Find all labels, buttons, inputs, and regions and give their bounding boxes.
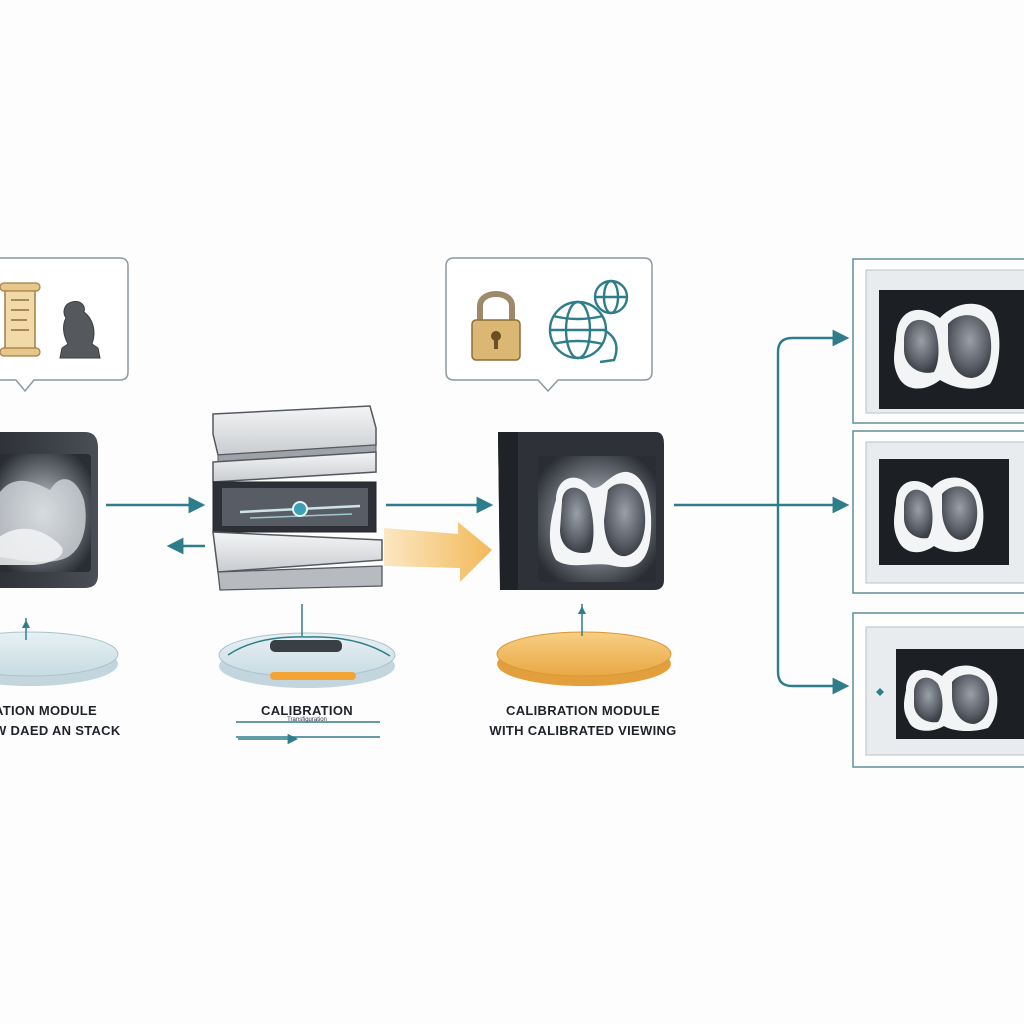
output-monitor-top	[852, 258, 1024, 424]
callout-mid	[445, 257, 653, 393]
scanner-device-left	[0, 432, 98, 588]
left-label-line1: ATION MODULE	[0, 703, 98, 718]
connector-arrows	[106, 329, 850, 695]
disc-left	[0, 618, 119, 686]
scanner-device-right	[498, 432, 664, 590]
mid-label-line1: CALIBRATION	[261, 703, 353, 718]
gold-arrow	[384, 522, 492, 582]
callout-left	[0, 257, 129, 393]
chess-piece-icon	[59, 301, 101, 359]
disc-right	[496, 604, 672, 686]
scroll-icon	[0, 282, 41, 357]
right-label-line2: WITH CALIBRATED VIEWING	[489, 723, 677, 738]
disc-mid	[218, 604, 396, 688]
right-label-line1: CALIBRATION MODULE	[506, 703, 660, 718]
padlock-icon	[471, 291, 521, 361]
left-label-line2: W DAED AN STACK	[0, 723, 121, 738]
mid-label-underline	[236, 721, 380, 745]
globe-icon	[548, 279, 629, 364]
output-monitor-bottom	[852, 612, 1024, 768]
stack-device	[212, 405, 383, 591]
mid-label-small: Transfiguration	[287, 717, 327, 723]
output-monitor-middle	[852, 430, 1024, 594]
